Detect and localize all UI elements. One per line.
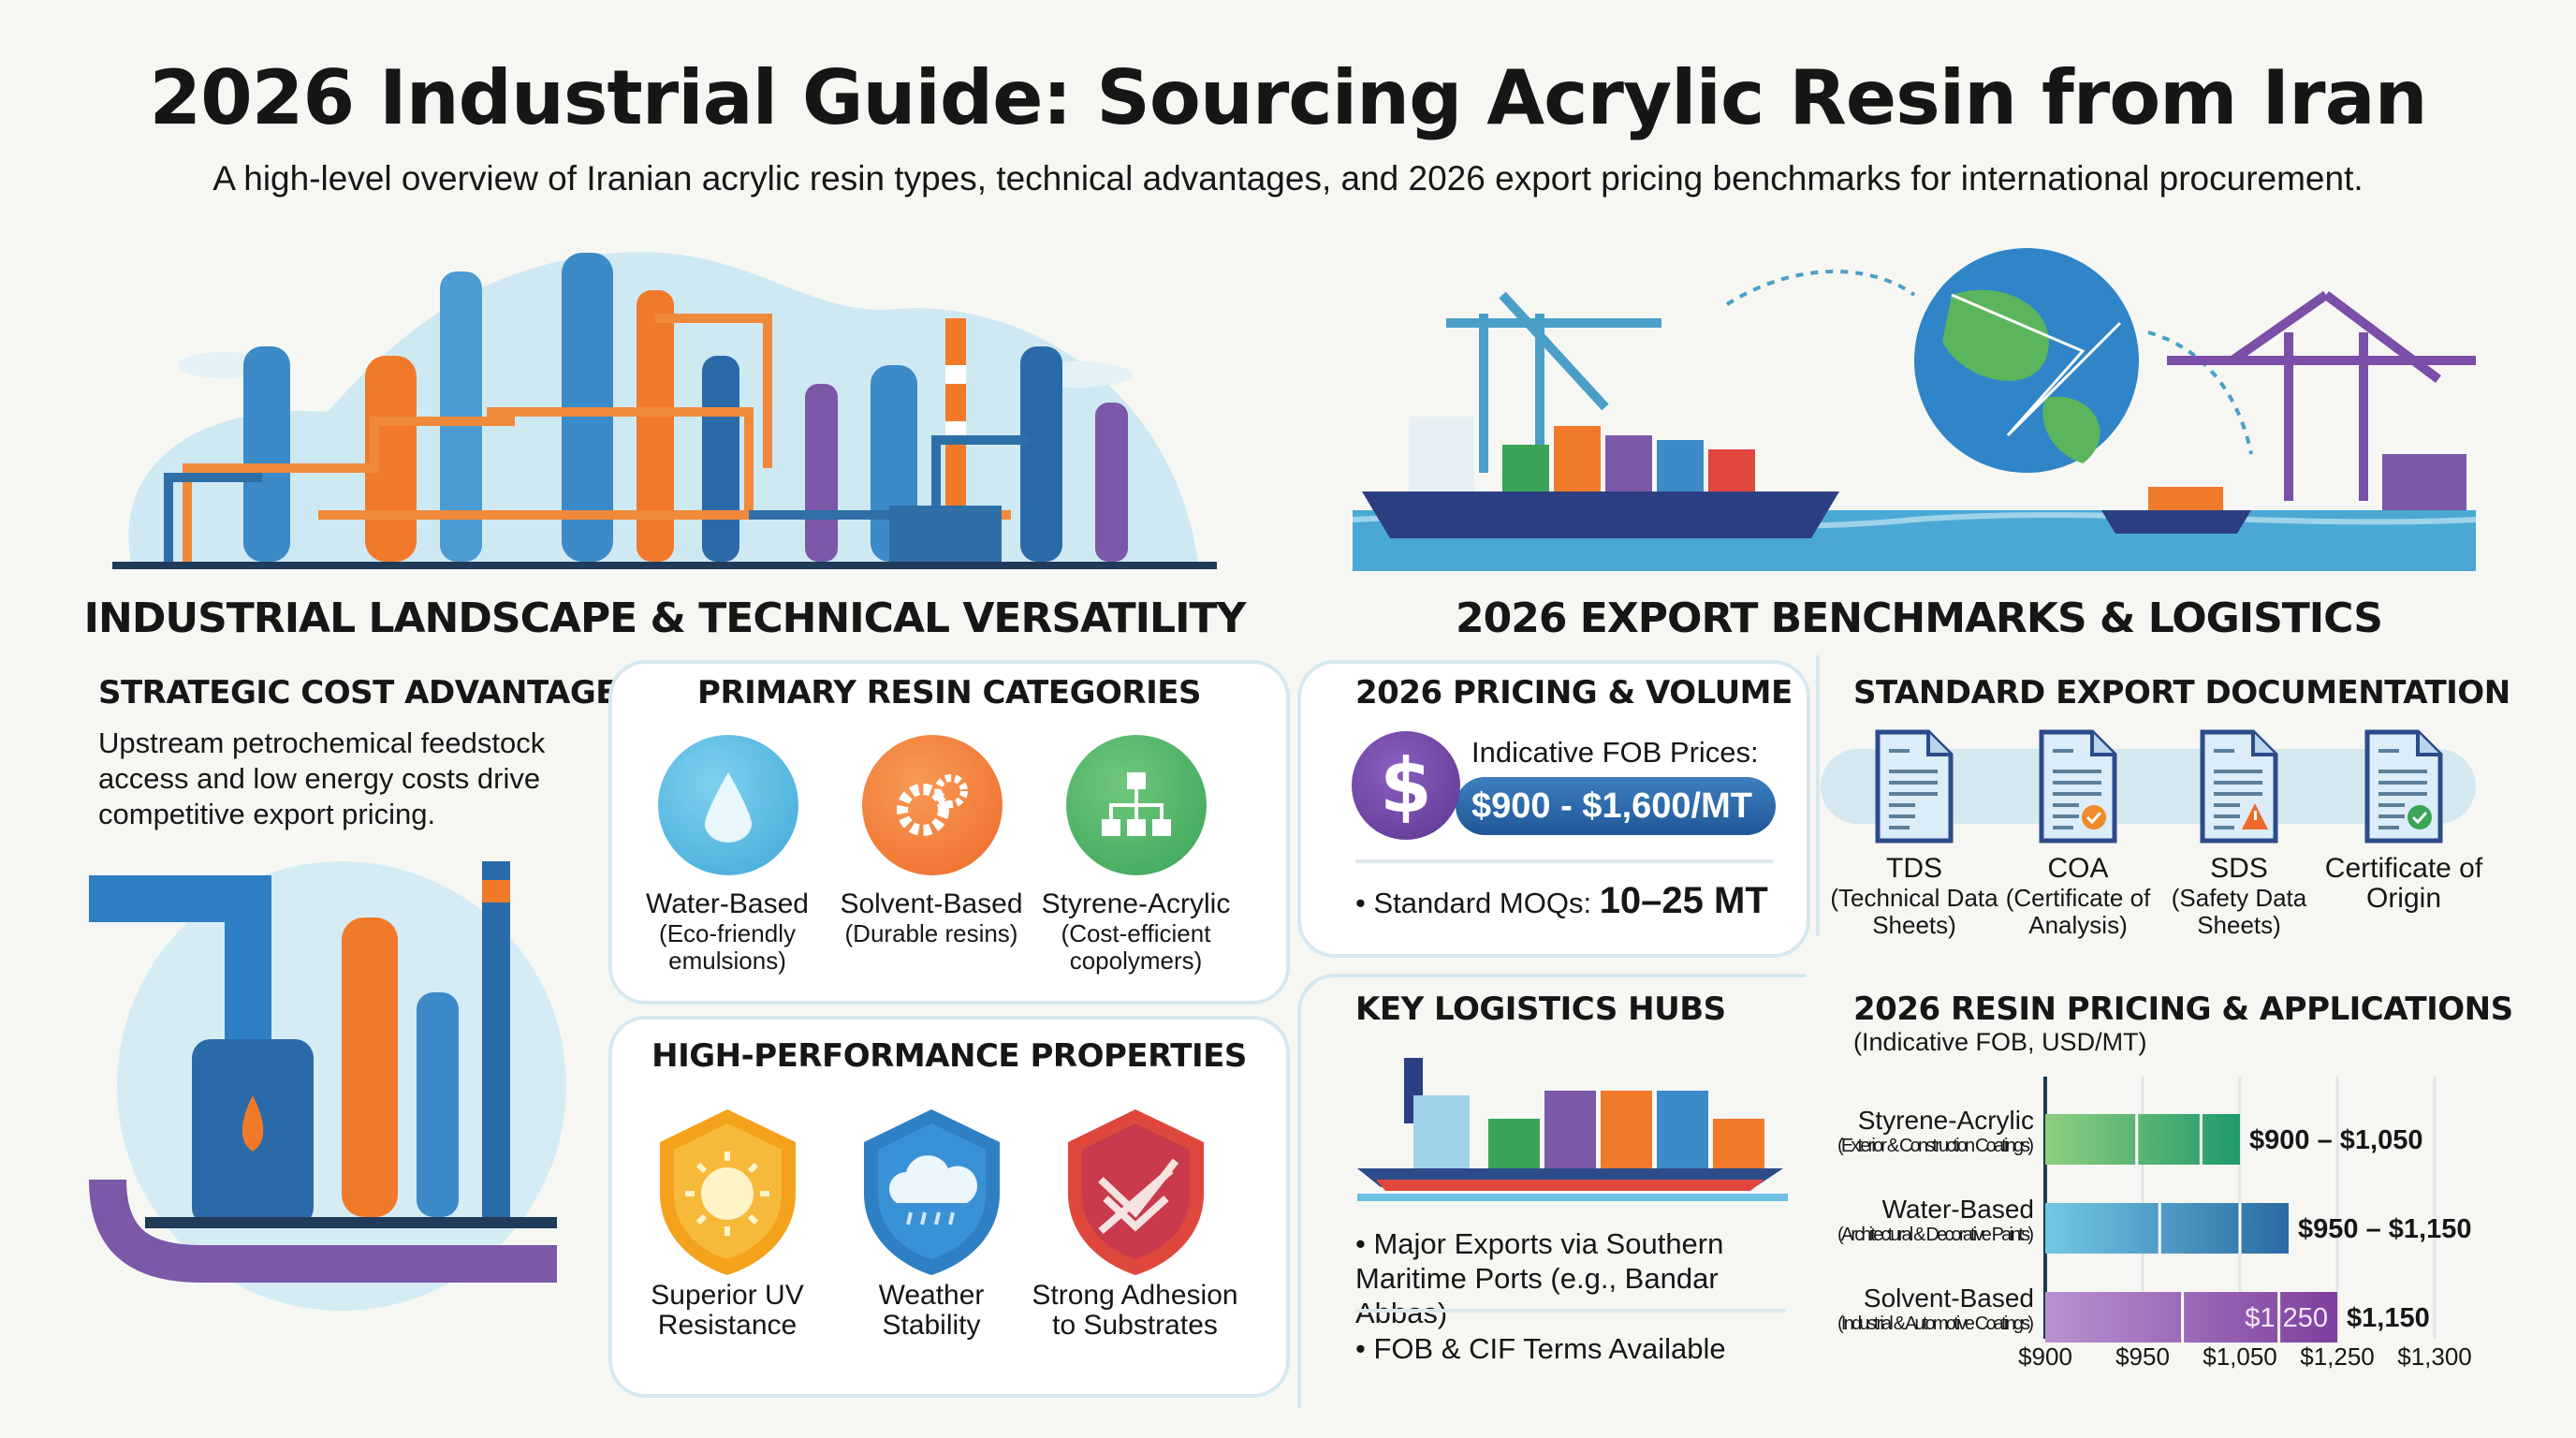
document-code: SDS (2210, 853, 2268, 884)
document-code: Certificate of Origin (2324, 853, 2483, 914)
category-application: (Architectural & Decorative Paints) (1837, 1225, 2034, 1245)
document-desc: (Technical Data Sheets) (1830, 883, 1998, 939)
x-tick-label: $950 (2115, 1343, 2170, 1371)
fob-range: $900 - $1,600/MT (1471, 786, 1752, 826)
resin-label-water: Water-Based(Eco-friendly emulsions) (646, 888, 809, 975)
crane-right (2167, 290, 2476, 501)
document-code: COA (2047, 853, 2109, 884)
rain-cloud-shield-icon (864, 1109, 1000, 1275)
water-drop-icon (657, 735, 798, 875)
pipeline-plant-illustration (89, 861, 566, 1311)
logistics-card (1297, 974, 1807, 1408)
right-section-heading: 2026 EXPORT BENCHMARKS & LOGISTICS (1456, 594, 2383, 642)
document-icon (1875, 729, 1954, 844)
properties-heading: HIGH-PERFORMANCE PROPERTIES (651, 1037, 1247, 1075)
cost-advantage-heading: STRATEGIC COST ADVANTAGE (98, 674, 617, 712)
cost-advantage-text: Upstream petrochemical feedstock access … (98, 726, 546, 830)
gears-icon (861, 735, 1003, 875)
document-label: SDS(Safety Data Sheets) (2155, 854, 2323, 938)
resin-categories-heading: PRIMARY RESIN CATEGORIES (697, 674, 1201, 712)
left-section-heading: INDUSTRIAL LANDSCAPE & TECHNICAL VERSATI… (83, 594, 1247, 642)
hierarchy-icon (1065, 735, 1207, 875)
document-icon (2200, 729, 2278, 844)
moq-line: • Standard MOQs: 10–25 MT (1355, 880, 1768, 921)
logistics-divider (1355, 1309, 1786, 1313)
x-tick-label: $1,300 (2397, 1343, 2472, 1371)
logistics-bullet: • FOB & CIF Terms Available (1355, 1332, 1726, 1365)
data-label-inner: $1,250 (2245, 1303, 2328, 1333)
category-application: (Industrial & Automotive Coatings) (1837, 1313, 2034, 1334)
x-tick-label: $1,050 (2203, 1343, 2277, 1371)
page-subtitle: A high-level overview of Iranian acrylic… (212, 159, 2364, 198)
category-label: Solvent-Based (1864, 1284, 2034, 1313)
document-icon (2364, 729, 2443, 844)
logistics-heading: KEY LOGISTICS HUBS (1355, 990, 1726, 1028)
container-ship (1362, 417, 1839, 538)
crane-left (1446, 291, 1661, 473)
refinery-illustration (112, 252, 1217, 569)
port-logistics-illustration (1353, 248, 2477, 571)
category-application: (Exterior & Construction Coatings) (1837, 1136, 2034, 1156)
category-label: Water-Based (1882, 1195, 2034, 1224)
document-icon (2039, 729, 2117, 844)
document-desc: (Certificate of Analysis) (2005, 883, 2151, 939)
fob-label: Indicative FOB Prices: (1471, 736, 1759, 769)
documentation-heading: STANDARD EXPORT DOCUMENTATION (1853, 674, 2510, 712)
data-label: $900 – $1,050 (2249, 1125, 2422, 1155)
resin-item-solvent-based (859, 735, 1004, 875)
document-label: Certificate of Origin (2320, 854, 2488, 913)
bar (2045, 1114, 2240, 1165)
section-divider (1816, 655, 1820, 936)
x-tick-label: $900 (2018, 1343, 2072, 1371)
dollar-icon: $ (1352, 731, 1460, 840)
chart-title: 2026 RESIN PRICING & APPLICATIONS (1853, 990, 2513, 1028)
document-label: TDS(Technical Data Sheets) (1830, 854, 1998, 938)
page-title: 2026 Industrial Guide: Sourcing Acrylic … (149, 54, 2427, 141)
resin-item-styrene-acrylic (1063, 735, 1208, 875)
globe-icon (1914, 248, 2139, 473)
resin-label-styrene: Styrene-Acrylic(Cost-efficient copolymer… (1041, 888, 1231, 975)
x-tick-label: $1,250 (2300, 1343, 2375, 1371)
property-label-adhesion: Strong Adhesion to Substrates (1032, 1280, 1238, 1341)
document-label: COA(Certificate of Analysis) (1994, 854, 2162, 938)
fob-price-pill (1456, 777, 1776, 835)
pricing-divider (1355, 859, 1773, 863)
category-label: Styrene-Acrylic (1858, 1106, 2034, 1135)
property-label-uv: Superior UV Resistance (651, 1280, 804, 1341)
data-label: $1,150 (2347, 1303, 2430, 1333)
sun-shield-icon (660, 1109, 796, 1275)
logistics-bullet: • Major Exports via Southern Maritime Po… (1355, 1227, 1724, 1330)
resin-item-water-based (655, 735, 800, 875)
pricing-bar-chart: $900 $950 $1,050 $1,250 $1,300 Styrene-Acryli… (1837, 1077, 2472, 1371)
data-label: $950 – $1,150 (2298, 1214, 2471, 1244)
document-desc: (Safety Data Sheets) (2171, 883, 2307, 939)
container-ship-icon (1357, 1058, 1788, 1201)
document-code: TDS (1886, 853, 1942, 884)
bar (2045, 1292, 2337, 1343)
resin-label-solvent: Solvent-Based(Durable resins) (840, 888, 1023, 947)
bar (2045, 1203, 2289, 1254)
pricing-heading: 2026 PRICING & VOLUME (1355, 674, 1793, 712)
chart-subtitle: (Indicative FOB, USD/MT) (1853, 1028, 2147, 1056)
property-label-weather: Weather Stability (878, 1280, 985, 1341)
adhesion-shield-icon (1068, 1109, 1204, 1275)
